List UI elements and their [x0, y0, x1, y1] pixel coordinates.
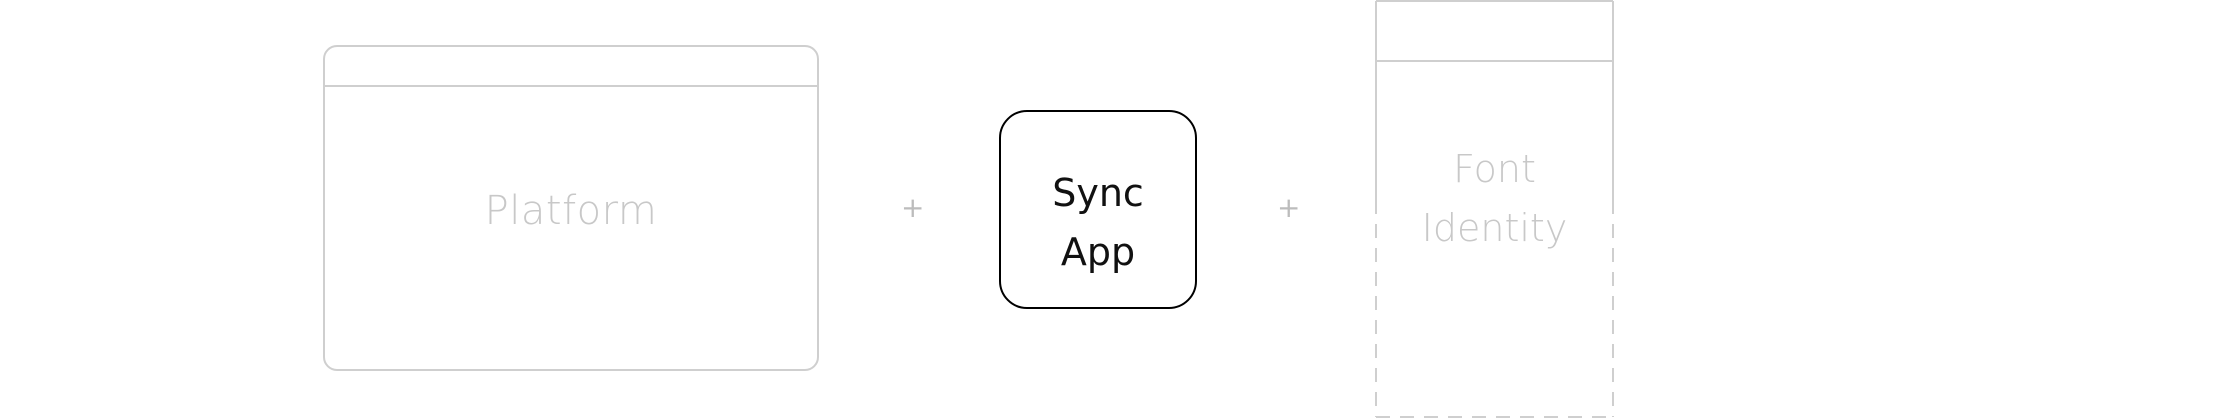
font-identity-label-line-1: Font — [1453, 147, 1536, 191]
sync-app-label-line-1: Sync — [1052, 171, 1144, 215]
sync-app-label-line-2: App — [1060, 230, 1136, 274]
font-identity-label-line-2: Identity — [1421, 206, 1568, 250]
plus-sign-2: + — [1277, 191, 1301, 224]
platform-window: Platform — [323, 45, 819, 371]
font-identity-outline — [1375, 0, 1614, 418]
plus-sign-1: + — [901, 191, 925, 224]
font-identity-label: Font Identity — [1375, 140, 1614, 258]
platform-label: Platform — [484, 188, 658, 234]
sync-app-label: Sync App — [1001, 164, 1195, 282]
sync-app-box: Sync App — [999, 110, 1197, 309]
platform-header-divider — [325, 85, 817, 87]
font-identity-device: Font Identity — [1375, 0, 1614, 418]
